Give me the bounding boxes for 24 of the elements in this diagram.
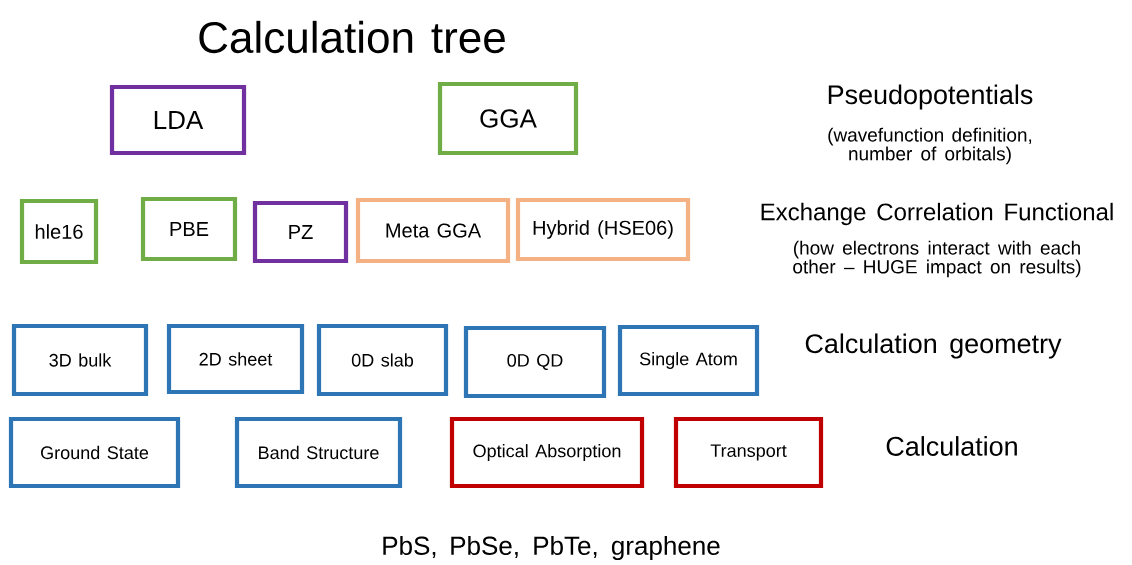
term-box: hle16 [19, 198, 99, 265]
section-note: (how electrons interact with each other – HUGE impact on results) [793, 240, 1081, 278]
term-box: 3D bulk [11, 323, 149, 397]
term-box: Band Structure [234, 416, 403, 489]
term-box: 0D QD [463, 325, 607, 399]
term-box: 2D sheet [166, 323, 305, 395]
term-box: LDA [109, 84, 247, 156]
material-list: PbS, PbSe, PbTe, graphene [383, 535, 720, 561]
term-box: GGA [437, 81, 579, 156]
term-box: Hybrid (HSE06) [515, 197, 691, 262]
term-box: Transport [673, 416, 824, 489]
term-box: Optical Absorption [449, 416, 645, 489]
section-note: (wavefunction definition, number of orbitals) [828, 127, 1032, 165]
term-box: Ground State [8, 416, 181, 489]
title: Calculation tree [199, 20, 505, 54]
term-box: Meta GGA [355, 197, 511, 264]
term-box: 0D slab [316, 323, 449, 397]
term-box: PBE [140, 196, 238, 262]
section-heading: Exchange Correlation Functional [761, 202, 1113, 226]
section-heading: Calculation [886, 436, 1017, 456]
section-heading: Calculation geometry [805, 333, 1062, 359]
term-box: Single Atom [617, 324, 760, 397]
term-box: PZ [252, 200, 349, 264]
section-heading: Pseudopotentials [828, 84, 1033, 110]
